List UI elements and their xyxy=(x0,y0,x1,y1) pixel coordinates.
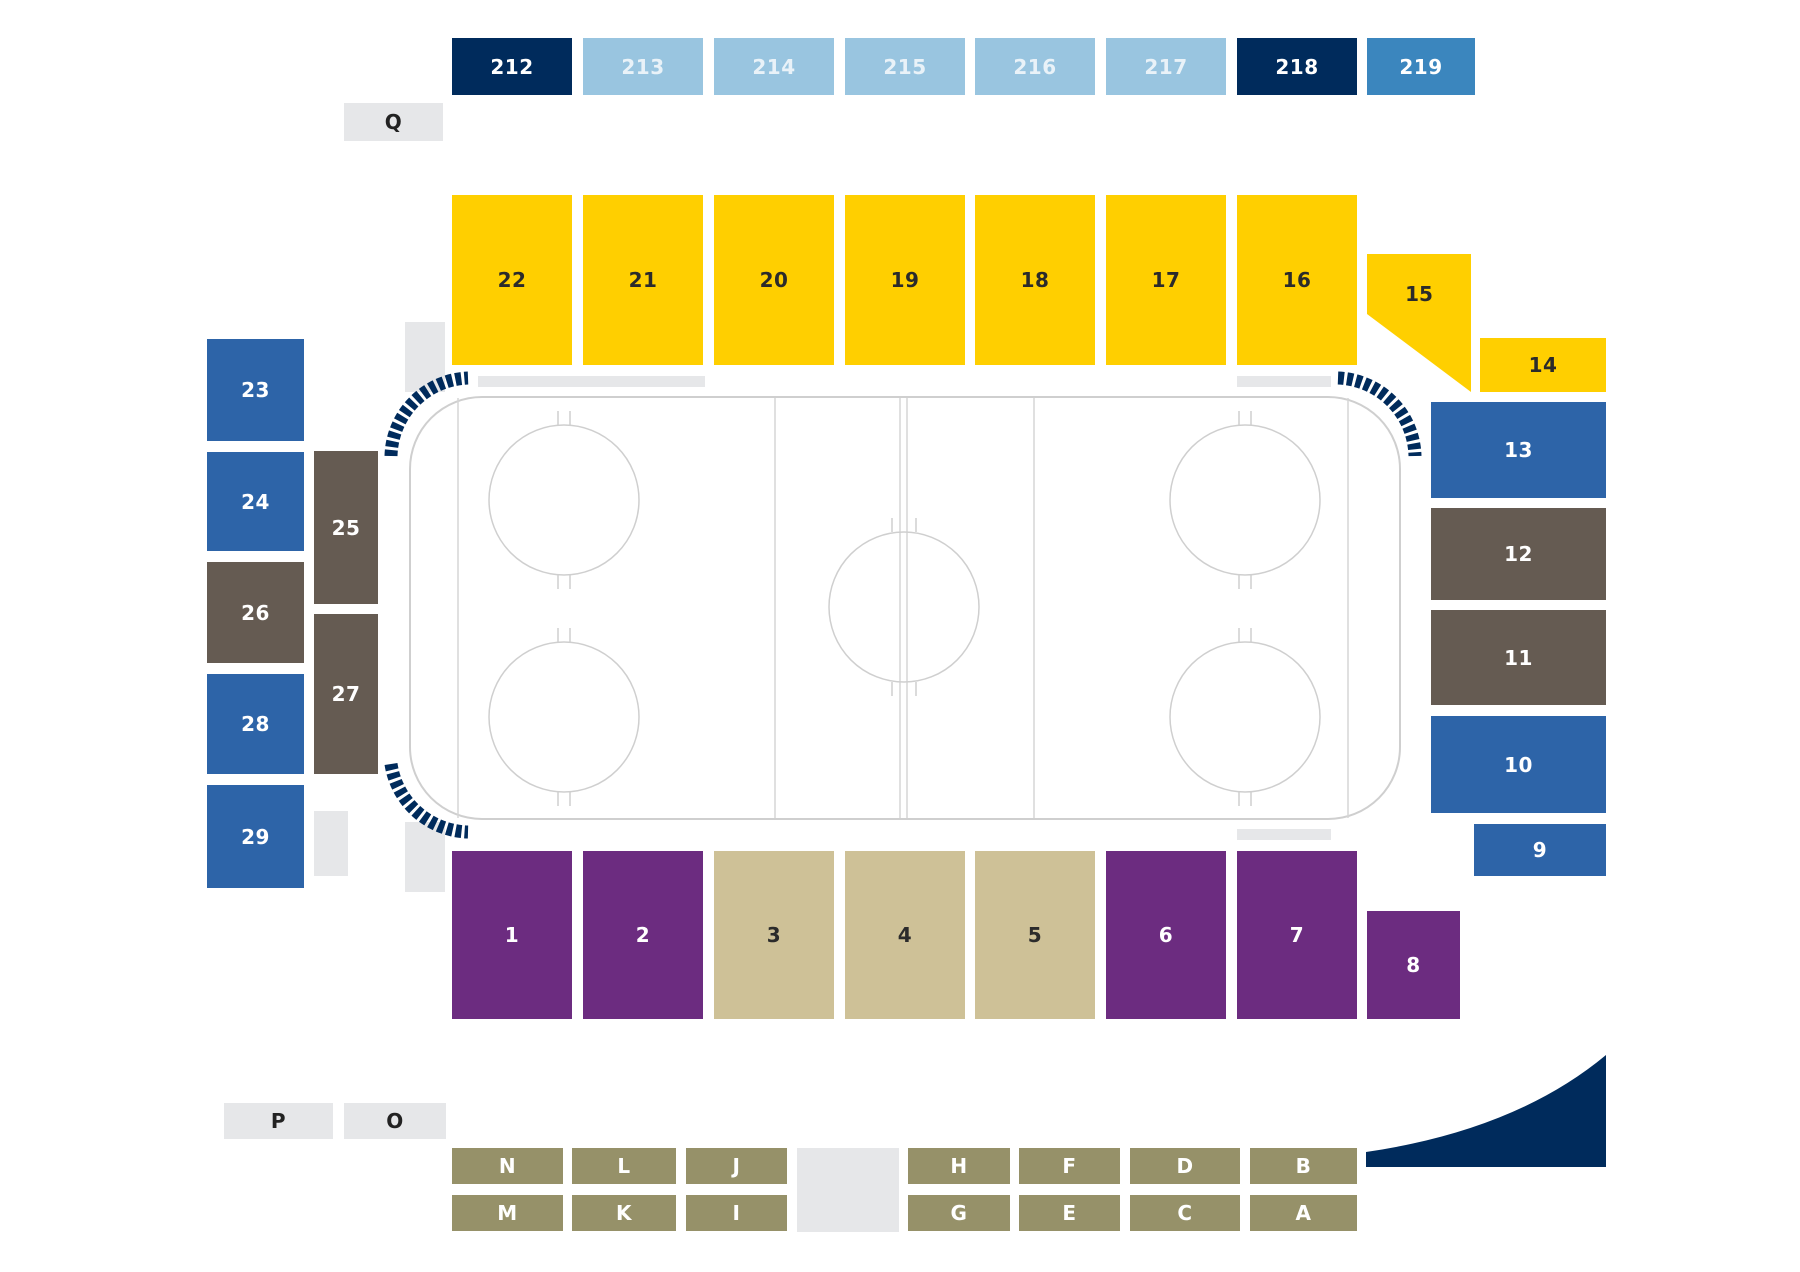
section-5[interactable]: 5 xyxy=(975,851,1095,1019)
section-217[interactable]: 217 xyxy=(1106,38,1226,95)
section-216[interactable]: 216 xyxy=(975,38,1095,95)
section-d[interactable]: D xyxy=(1130,1148,1240,1184)
section-10[interactable]: 10 xyxy=(1431,716,1606,813)
bench-top-left xyxy=(478,376,705,387)
section-215[interactable]: 215 xyxy=(845,38,965,95)
section-m[interactable]: M xyxy=(452,1195,563,1231)
section-12[interactable]: 12 xyxy=(1431,508,1606,600)
bench-top-right xyxy=(1237,376,1331,387)
section-20[interactable]: 20 xyxy=(714,195,834,365)
section-214[interactable]: 214 xyxy=(714,38,834,95)
section-212[interactable]: 212 xyxy=(452,38,572,95)
section-o[interactable]: O xyxy=(344,1103,446,1139)
section-21[interactable]: 21 xyxy=(583,195,703,365)
bottom-gap-block xyxy=(797,1148,899,1232)
section-3[interactable]: 3 xyxy=(714,851,834,1019)
walkway-left-lower xyxy=(405,822,445,892)
section-15-label: 15 xyxy=(1405,282,1433,306)
section-b[interactable]: B xyxy=(1250,1148,1357,1184)
section-218[interactable]: 218 xyxy=(1237,38,1357,95)
section-18[interactable]: 18 xyxy=(975,195,1095,365)
section-f[interactable]: F xyxy=(1019,1148,1120,1184)
section-14[interactable]: 14 xyxy=(1480,338,1606,392)
section-24[interactable]: 24 xyxy=(207,452,304,551)
section-c[interactable]: C xyxy=(1130,1195,1240,1231)
section-j[interactable]: J xyxy=(686,1148,787,1184)
section-27[interactable]: 27 xyxy=(314,614,378,774)
section-1[interactable]: 1 xyxy=(452,851,572,1019)
section-29[interactable]: 29 xyxy=(207,785,304,888)
section-8[interactable]: 8 xyxy=(1367,911,1460,1019)
section-23[interactable]: 23 xyxy=(207,339,304,441)
section-7[interactable]: 7 xyxy=(1237,851,1357,1019)
tunnel-bottom-left xyxy=(384,762,469,839)
section-15[interactable]: 15 xyxy=(1367,254,1473,394)
section-28[interactable]: 28 xyxy=(207,674,304,774)
section-22[interactable]: 22 xyxy=(452,195,572,365)
section-13[interactable]: 13 xyxy=(1431,402,1606,498)
section-219[interactable]: 219 xyxy=(1367,38,1475,95)
section-17[interactable]: 17 xyxy=(1106,195,1226,365)
section-6[interactable]: 6 xyxy=(1106,851,1226,1019)
section-2[interactable]: 2 xyxy=(583,851,703,1019)
section-e[interactable]: E xyxy=(1019,1195,1120,1231)
section-25[interactable]: 25 xyxy=(314,451,378,604)
section-n[interactable]: N xyxy=(452,1148,563,1184)
section-4[interactable]: 4 xyxy=(845,851,965,1019)
section-11[interactable]: 11 xyxy=(1431,610,1606,705)
section-k[interactable]: K xyxy=(572,1195,676,1231)
section-a[interactable]: A xyxy=(1250,1195,1357,1231)
section-9[interactable]: 9 xyxy=(1474,824,1606,876)
section-213[interactable]: 213 xyxy=(583,38,703,95)
section-l[interactable]: L xyxy=(572,1148,676,1184)
section-16[interactable]: 16 xyxy=(1237,195,1357,365)
section-h[interactable]: H xyxy=(908,1148,1010,1184)
ice-rink xyxy=(384,371,1422,839)
section-i[interactable]: I xyxy=(686,1195,787,1231)
walkway-left-small xyxy=(314,811,348,876)
rink-boards xyxy=(409,396,1401,820)
section-19[interactable]: 19 xyxy=(845,195,965,365)
section-g[interactable]: G xyxy=(908,1195,1010,1231)
section-26[interactable]: 26 xyxy=(207,562,304,663)
section-p[interactable]: P xyxy=(224,1103,333,1139)
navy-wedge-stand xyxy=(1366,1055,1606,1167)
bench-bottom-right xyxy=(1237,829,1331,840)
section-q[interactable]: Q xyxy=(344,103,443,141)
